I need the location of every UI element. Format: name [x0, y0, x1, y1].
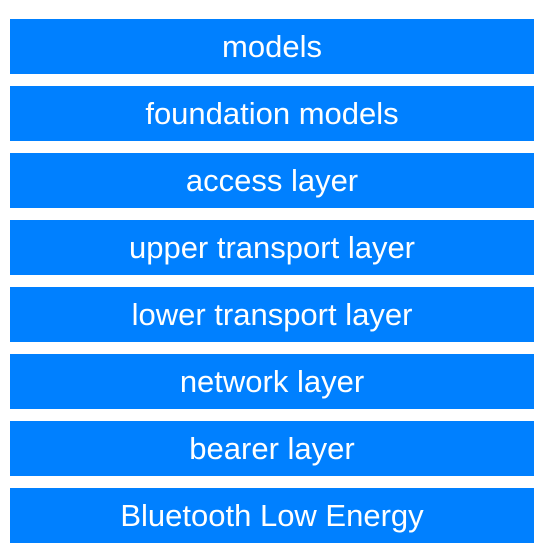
layer-bearer: bearer layer [10, 421, 534, 476]
layer-label: models [222, 29, 322, 64]
protocol-stack: models foundation models access layer up… [10, 19, 534, 543]
layer-label: bearer layer [189, 431, 355, 466]
layer-bluetooth-low-energy: Bluetooth Low Energy [10, 488, 534, 543]
layer-label: access layer [185, 163, 359, 198]
layer-foundation-models: foundation models [10, 86, 534, 141]
layer-label: foundation models [145, 96, 399, 131]
layer-lower-transport: lower transport layer [10, 287, 534, 342]
layer-label: Bluetooth Low Energy [120, 498, 424, 533]
layer-access: access layer [10, 153, 534, 208]
layer-upper-transport: upper transport layer [10, 220, 534, 275]
layer-label: network layer [179, 364, 365, 399]
layer-label: lower transport layer [131, 297, 413, 332]
layer-label: upper transport layer [128, 230, 416, 265]
layer-models: models [10, 19, 534, 74]
layer-network: network layer [10, 354, 534, 409]
